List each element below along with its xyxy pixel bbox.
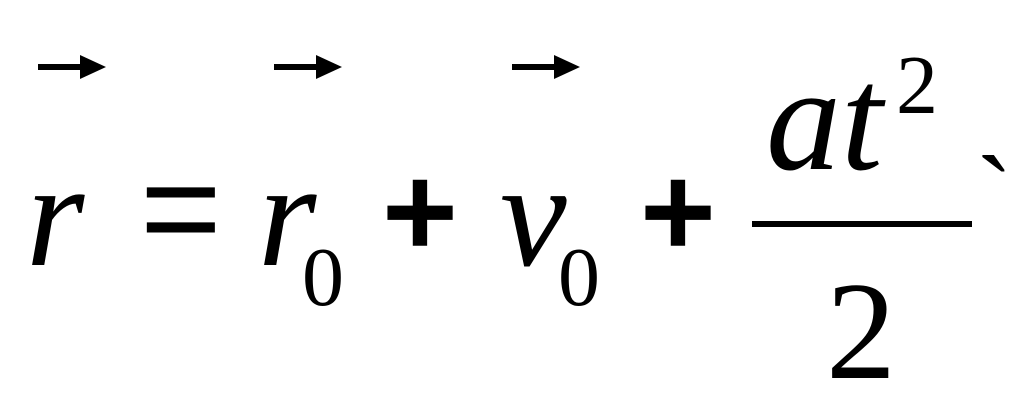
- vector-arrow-icon: [512, 55, 580, 79]
- initial-position-subscript: 0: [302, 231, 344, 324]
- plus-sign: +: [640, 138, 716, 284]
- vector-arrow-icon: [274, 55, 342, 79]
- initial-velocity-v: v: [500, 132, 567, 298]
- fraction-numerator: at: [766, 36, 883, 202]
- equals-sign: =: [140, 129, 222, 286]
- fraction-denominator: 2: [826, 254, 896, 409]
- trailing-backtick: `: [976, 134, 1013, 256]
- lhs-vector-r: r: [26, 132, 85, 298]
- initial-velocity-subscript: 0: [558, 231, 600, 324]
- vector-arrow-icon: [38, 55, 106, 79]
- plus-sign: +: [382, 138, 458, 284]
- initial-position-r: r: [258, 132, 317, 298]
- numerator-exponent: 2: [896, 39, 938, 132]
- fraction-bar: [752, 221, 972, 227]
